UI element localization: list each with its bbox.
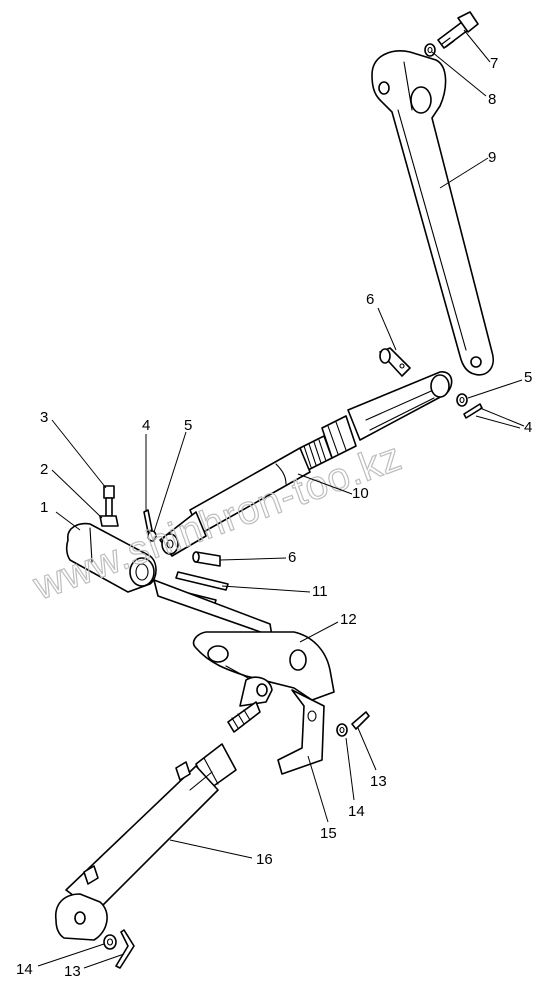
callout-4-right: 4 [524,419,532,436]
callout-14-bottom: 14 [16,961,33,978]
cylinder-part-16 [55,676,273,941]
bolt-part-3 [103,485,115,517]
clevis-pin-part-6-upper [379,347,411,377]
leader-lines [37,29,525,969]
callout-10: 10 [352,485,369,502]
callout-12: 12 [340,611,357,628]
upper-link-part-10 [159,371,453,557]
cotter-pin-part-4-left [143,509,153,533]
housing-part-1 [65,522,157,593]
callout-5-left: 5 [184,417,192,434]
washer-part-14-right [336,723,348,737]
mount-plate-part-15 [277,689,325,775]
callout-5-right: 5 [524,369,532,386]
washer-part-5-left [147,530,157,542]
callout-4-left: 4 [142,417,150,434]
cotter-pin-part-4-right [463,403,483,419]
callout-numbers: 1 2 3 4 5 7 8 9 6 5 4 6 10 11 12 13 14 1… [16,55,532,980]
cotter-pin-part-13-right [351,711,370,730]
callout-8: 8 [488,91,496,108]
callout-11: 11 [312,583,328,600]
callout-16: 16 [256,851,273,868]
callout-1: 1 [40,499,48,516]
callout-3: 3 [40,409,48,426]
washer-part-14-bottom [103,934,117,950]
callout-9: 9 [488,149,496,166]
pin-part-6-lower [192,551,221,567]
washer-part-8 [424,43,436,57]
cotter-pin-part-13-bottom [115,929,135,969]
callout-6-lower: 6 [288,549,296,566]
nut-part-2 [99,515,119,527]
lift-arm-part-9 [371,50,494,376]
washer-part-5-right [456,393,468,407]
bolt-part-7 [437,11,479,49]
callout-13-right: 13 [370,773,387,790]
callout-14-right: 14 [348,803,365,820]
bracket-part-12 [153,579,335,701]
callout-13-bottom: 13 [64,963,81,980]
callout-6-upper: 6 [366,291,374,308]
callout-2: 2 [40,461,48,478]
callout-7: 7 [490,55,498,72]
callout-15: 15 [320,825,337,842]
